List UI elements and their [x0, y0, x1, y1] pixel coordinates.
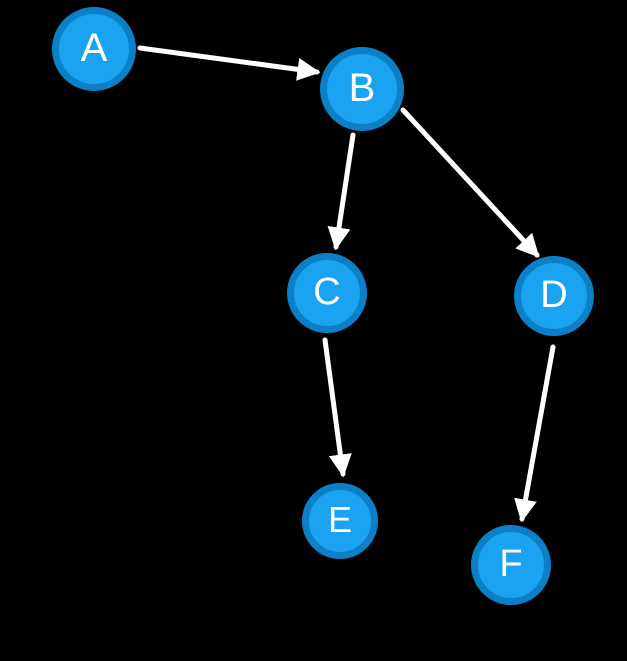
node-label: E: [327, 499, 352, 540]
node-label: B: [348, 66, 376, 110]
node-D[interactable]: D: [514, 256, 594, 336]
node-label: D: [540, 274, 568, 316]
node-label: C: [313, 271, 341, 313]
edge-A-B: [137, 45, 321, 81]
edge-B-C: [327, 132, 356, 251]
node-label: A: [80, 26, 108, 70]
node-label: F: [499, 543, 523, 585]
node-A[interactable]: A: [52, 7, 136, 91]
edge-D-F: [514, 344, 556, 523]
node-C[interactable]: C: [287, 253, 367, 333]
node-E[interactable]: E: [302, 483, 378, 559]
edge-C-E: [322, 337, 352, 478]
node-F[interactable]: F: [471, 525, 551, 605]
edge-B-D: [400, 107, 540, 258]
node-B[interactable]: B: [320, 47, 404, 131]
